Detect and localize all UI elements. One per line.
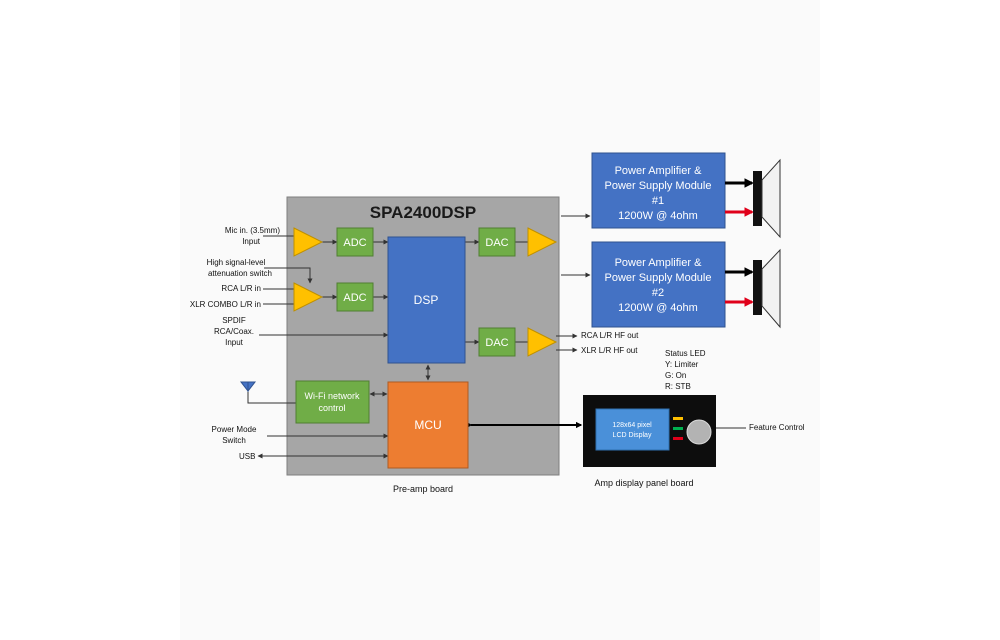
power-module-1: Power Amplifier & Power Supply Module #1… (591, 152, 726, 229)
dac-2 (478, 327, 516, 357)
attenuation-label-1: High signal-level (207, 258, 266, 267)
mcu-block (387, 381, 469, 469)
power-module-1-line-1: Power Amplifier & (615, 165, 702, 177)
wifi-block (295, 380, 370, 424)
power-module-2-line-1: Power Amplifier & (615, 257, 702, 269)
mcu-label: MCU (414, 418, 441, 432)
power-module-1-line-3: #1 (652, 195, 664, 207)
speaker-wires (725, 178, 754, 307)
wifi-label-2: control (318, 403, 345, 413)
usb-label: USB (239, 452, 255, 461)
power-module-2: Power Amplifier & Power Supply Module #2… (591, 241, 726, 328)
line-amplifier (293, 282, 324, 312)
board-title: SPA2400DSP (370, 203, 476, 222)
speaker-1-icon (753, 158, 781, 239)
antenna-line (247, 390, 296, 404)
led-red-icon (673, 437, 683, 440)
connection-lines (247, 213, 746, 459)
rca-hf-out-label: RCA L/R HF out (581, 331, 639, 340)
lcd-label-1: 128x64 pixel (612, 422, 652, 429)
adc-2-label: ADC (343, 292, 366, 304)
dac-1 (478, 227, 516, 257)
dac-1-label: DAC (485, 237, 508, 249)
antenna-icon (239, 381, 257, 392)
adc-1-label: ADC (343, 237, 366, 249)
adc-2 (336, 282, 374, 312)
status-led-legend: Status LED Y: Limiter G: On R: STB (665, 349, 706, 391)
output-amplifier-2 (527, 327, 558, 357)
attenuation-switch-line (264, 267, 313, 284)
mic-input-label-1: Mic in. (3.5mm) (225, 226, 280, 235)
attenuation-label-2: attenuation switch (208, 269, 272, 278)
wifi-label-1: Wi-Fi network (304, 391, 360, 401)
power-module-2-line-4: 1200W @ 4ohm (618, 302, 698, 314)
spdif-label-2: RCA/Coax. (214, 327, 254, 336)
output-amplifier-1 (527, 227, 558, 257)
power-mode-label-2: Switch (222, 436, 246, 445)
rca-input-label: RCA L/R in (221, 284, 261, 293)
preamp-caption: Pre-amp board (393, 484, 453, 494)
spdif-label-1: SPDIF (222, 316, 246, 325)
led-yellow-icon (673, 417, 683, 420)
xlr-hf-out-label: XLR L/R HF out (581, 346, 638, 355)
power-module-1-line-2: Power Supply Module (604, 180, 711, 192)
feature-control-knob-icon (686, 419, 712, 445)
dsp-block (387, 236, 466, 364)
power-mode-label-1: Power Mode (212, 425, 257, 434)
adc-1 (336, 227, 374, 257)
status-led-green: G: On (665, 371, 686, 380)
lcd-label-2: LCD Display (613, 432, 652, 439)
dac-2-label: DAC (485, 337, 508, 349)
mic-input-label-2: Input (242, 237, 261, 246)
speaker-2-icon (753, 248, 781, 329)
status-led-red: R: STB (665, 382, 691, 391)
status-led-title: Status LED (665, 349, 706, 358)
power-module-1-line-4: 1200W @ 4ohm (618, 210, 698, 222)
xlr-input-label: XLR COMBO L/R in (190, 300, 261, 309)
feature-control-label: Feature Control (749, 423, 805, 432)
spdif-label-3: Input (225, 338, 244, 347)
display-caption: Amp display panel board (594, 478, 693, 488)
dsp-label: DSP (414, 293, 439, 307)
status-led-yellow: Y: Limiter (665, 360, 699, 369)
input-labels: Mic in. (3.5mm) Input High signal-level … (190, 226, 280, 461)
mic-amplifier (293, 227, 324, 257)
lcd-display (595, 408, 670, 451)
power-module-2-line-2: Power Supply Module (604, 272, 711, 284)
led-green-icon (673, 427, 683, 430)
power-module-2-line-3: #2 (652, 287, 664, 299)
